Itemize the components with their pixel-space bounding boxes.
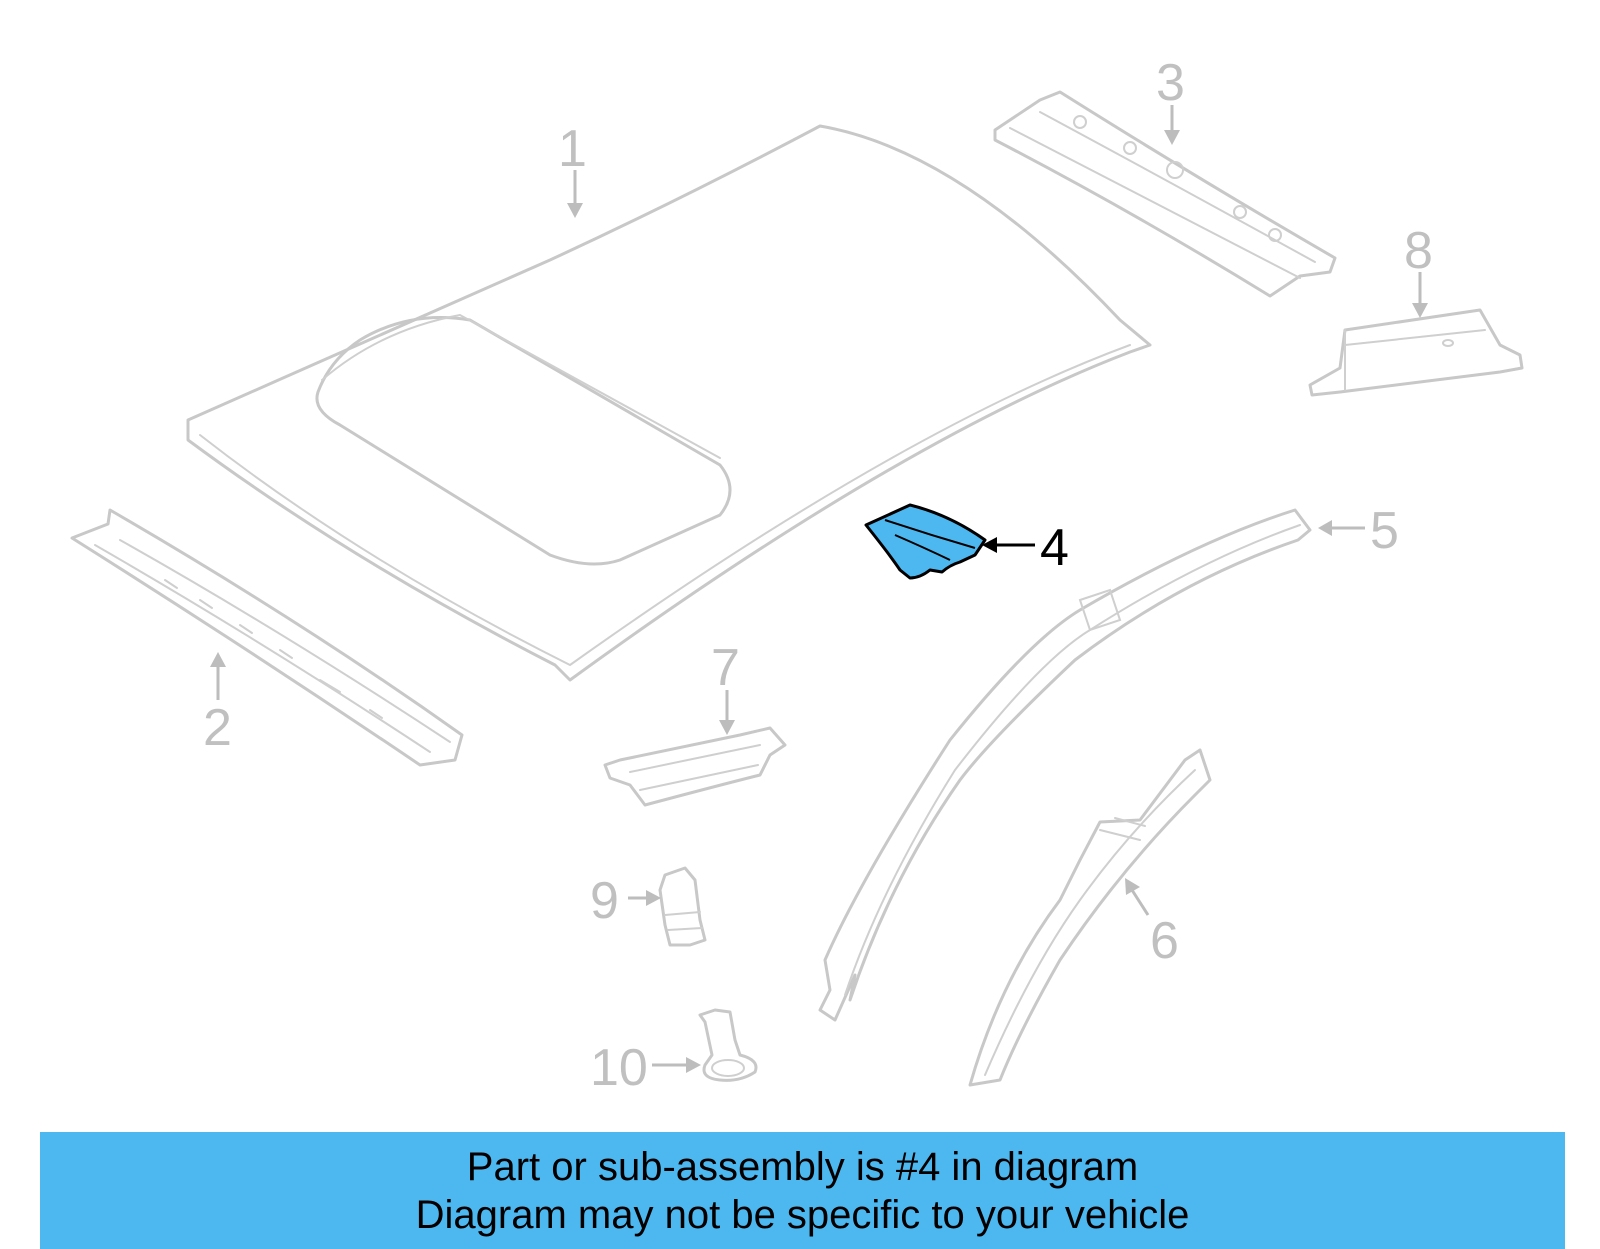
callout-labels: 1 2 3 4 5 6 7 8 9 10 xyxy=(203,54,1433,1097)
part-1-roof-panel[interactable] xyxy=(186,124,1152,682)
info-banner: Part or sub-assembly is #4 in diagram Di… xyxy=(40,1132,1565,1249)
callout-5[interactable]: 5 xyxy=(1370,502,1399,560)
banner-line-disclaimer: Diagram may not be specific to your vehi… xyxy=(415,1192,1190,1237)
callout-9[interactable]: 9 xyxy=(590,872,619,930)
callout-6[interactable]: 6 xyxy=(1150,912,1179,970)
callout-2[interactable]: 2 xyxy=(203,699,232,757)
part-9-clip[interactable] xyxy=(658,866,707,947)
callout-10[interactable]: 10 xyxy=(590,1039,648,1097)
part-10-push-pin[interactable] xyxy=(698,1008,758,1082)
part-5-roof-side-rail[interactable] xyxy=(818,508,1312,1022)
part-3-rear-roof-rail[interactable] xyxy=(993,90,1337,298)
part-8-bracket[interactable] xyxy=(1308,308,1524,397)
part-4-highlighted-bracket[interactable] xyxy=(864,503,987,580)
part-7-bracket[interactable] xyxy=(603,726,787,807)
parts-diagram: 1 2 3 4 5 6 7 8 9 10 xyxy=(70,54,1524,1097)
callout-3[interactable]: 3 xyxy=(1156,54,1185,112)
callout-4[interactable]: 4 xyxy=(1040,519,1069,577)
part-2-front-roof-rail[interactable] xyxy=(70,508,464,767)
callout-7[interactable]: 7 xyxy=(711,639,740,697)
banner-line-part: Part or sub-assembly is #4 in diagram xyxy=(466,1144,1139,1189)
callout-1[interactable]: 1 xyxy=(558,120,587,178)
callout-arrows xyxy=(210,105,1428,1073)
part-6-pillar-reinforcement[interactable] xyxy=(968,748,1212,1087)
callout-8[interactable]: 8 xyxy=(1404,222,1433,280)
